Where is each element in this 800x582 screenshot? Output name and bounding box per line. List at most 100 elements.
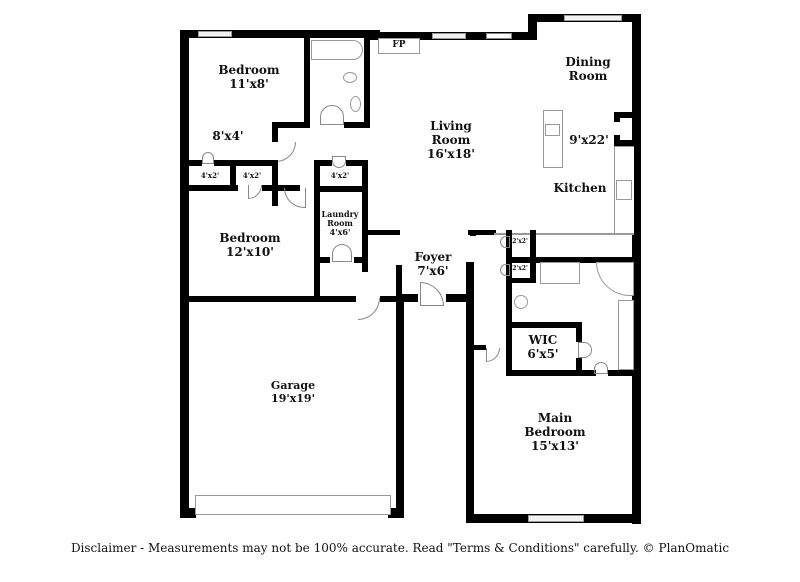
wall xyxy=(614,112,640,118)
wall xyxy=(608,370,640,376)
foyer-label: Foyer 7'x6' xyxy=(414,250,452,278)
garage-door xyxy=(195,495,391,515)
island-sink xyxy=(545,124,560,136)
front-patio-door xyxy=(486,33,512,39)
shower xyxy=(540,262,580,284)
wall xyxy=(466,262,474,523)
wall xyxy=(364,34,370,126)
wall xyxy=(180,296,356,302)
wall xyxy=(380,296,404,302)
wic-door xyxy=(578,342,592,358)
wall xyxy=(396,294,418,302)
wall xyxy=(362,160,368,272)
wall xyxy=(314,160,320,302)
wall xyxy=(528,14,537,40)
kitchen-island xyxy=(543,110,563,168)
wall xyxy=(506,370,596,376)
wall xyxy=(614,140,640,146)
wall xyxy=(180,30,380,38)
dining-kitchen-size-label: 9'x22' xyxy=(569,133,609,147)
wall xyxy=(272,162,278,206)
closet-label: 4'x2' xyxy=(200,171,220,180)
sink xyxy=(350,96,361,112)
wall xyxy=(506,280,512,376)
wall xyxy=(214,160,278,166)
toilet xyxy=(514,295,528,309)
wall xyxy=(576,358,582,376)
closet-door xyxy=(500,264,510,276)
closet-label: 4'x2' xyxy=(330,171,350,180)
wall xyxy=(180,30,189,518)
wall xyxy=(396,296,404,518)
wall xyxy=(470,230,476,236)
main-bedroom-label: Main Bedroom 15'x13' xyxy=(524,411,586,453)
wall xyxy=(354,257,368,263)
main-bedroom-door xyxy=(486,348,500,362)
window xyxy=(198,31,232,37)
laundry-label: Laundry Room 4'x6' xyxy=(321,209,359,238)
wall xyxy=(314,160,332,166)
closet-label: 2'x2' xyxy=(512,238,528,245)
laundry-door xyxy=(332,244,352,262)
garage-entry-door xyxy=(358,298,380,320)
bedroom-1-door xyxy=(276,142,296,162)
wall xyxy=(262,185,300,191)
vanity xyxy=(618,300,634,370)
corner-tub xyxy=(596,262,634,296)
fireplace xyxy=(378,38,420,54)
bedroom-1-label: Bedroom 11'x8' xyxy=(218,63,280,91)
wall xyxy=(468,230,496,235)
closet-door xyxy=(332,156,346,168)
wall xyxy=(506,257,636,263)
closet-door xyxy=(248,185,262,199)
wall xyxy=(180,160,202,166)
wall xyxy=(632,14,641,524)
wall xyxy=(388,508,402,518)
window xyxy=(528,515,584,522)
wall xyxy=(506,230,512,280)
wall xyxy=(180,185,238,191)
kitchen-label: Kitchen xyxy=(553,181,607,195)
garage-label: Garage 19'x19' xyxy=(270,379,316,405)
wall xyxy=(614,112,620,122)
wall xyxy=(304,34,310,126)
wall xyxy=(576,322,582,342)
wall xyxy=(180,508,196,518)
wall xyxy=(466,265,472,300)
wall xyxy=(272,122,310,128)
window xyxy=(432,33,466,39)
hall-size-label: 8'x4' xyxy=(212,129,244,143)
bathtub xyxy=(311,40,363,60)
bath-door xyxy=(320,105,344,125)
wall xyxy=(272,122,278,142)
toilet xyxy=(343,72,357,83)
wall xyxy=(368,230,400,235)
closet-label: 2'x2' xyxy=(512,265,528,272)
closet-door xyxy=(202,152,214,164)
bedroom-2-door xyxy=(284,188,306,208)
wic-label: WIC 6'x5' xyxy=(527,333,559,361)
wall xyxy=(230,160,236,188)
wall xyxy=(344,122,370,128)
wall xyxy=(396,265,402,300)
wall xyxy=(506,278,536,283)
main-bath-door xyxy=(594,362,608,374)
wall xyxy=(530,230,536,280)
wall xyxy=(314,257,330,263)
disclaimer-text: Disclaimer - Measurements may not be 100… xyxy=(70,541,730,555)
wall xyxy=(506,322,580,328)
window xyxy=(564,15,622,21)
fireplace-label: FP xyxy=(392,40,406,50)
front-door xyxy=(420,282,444,306)
dining-room-label: Dining Room xyxy=(565,55,611,83)
wall xyxy=(314,186,368,192)
wall xyxy=(446,294,474,302)
living-room-label: Living Room 16'x18' xyxy=(427,119,475,161)
closet-label: 4'x2' xyxy=(242,171,262,180)
stove xyxy=(616,180,632,200)
bedroom-2-label: Bedroom 12'x10' xyxy=(219,231,281,259)
wall xyxy=(474,345,486,350)
closet-door xyxy=(500,236,510,248)
wall xyxy=(346,160,368,166)
